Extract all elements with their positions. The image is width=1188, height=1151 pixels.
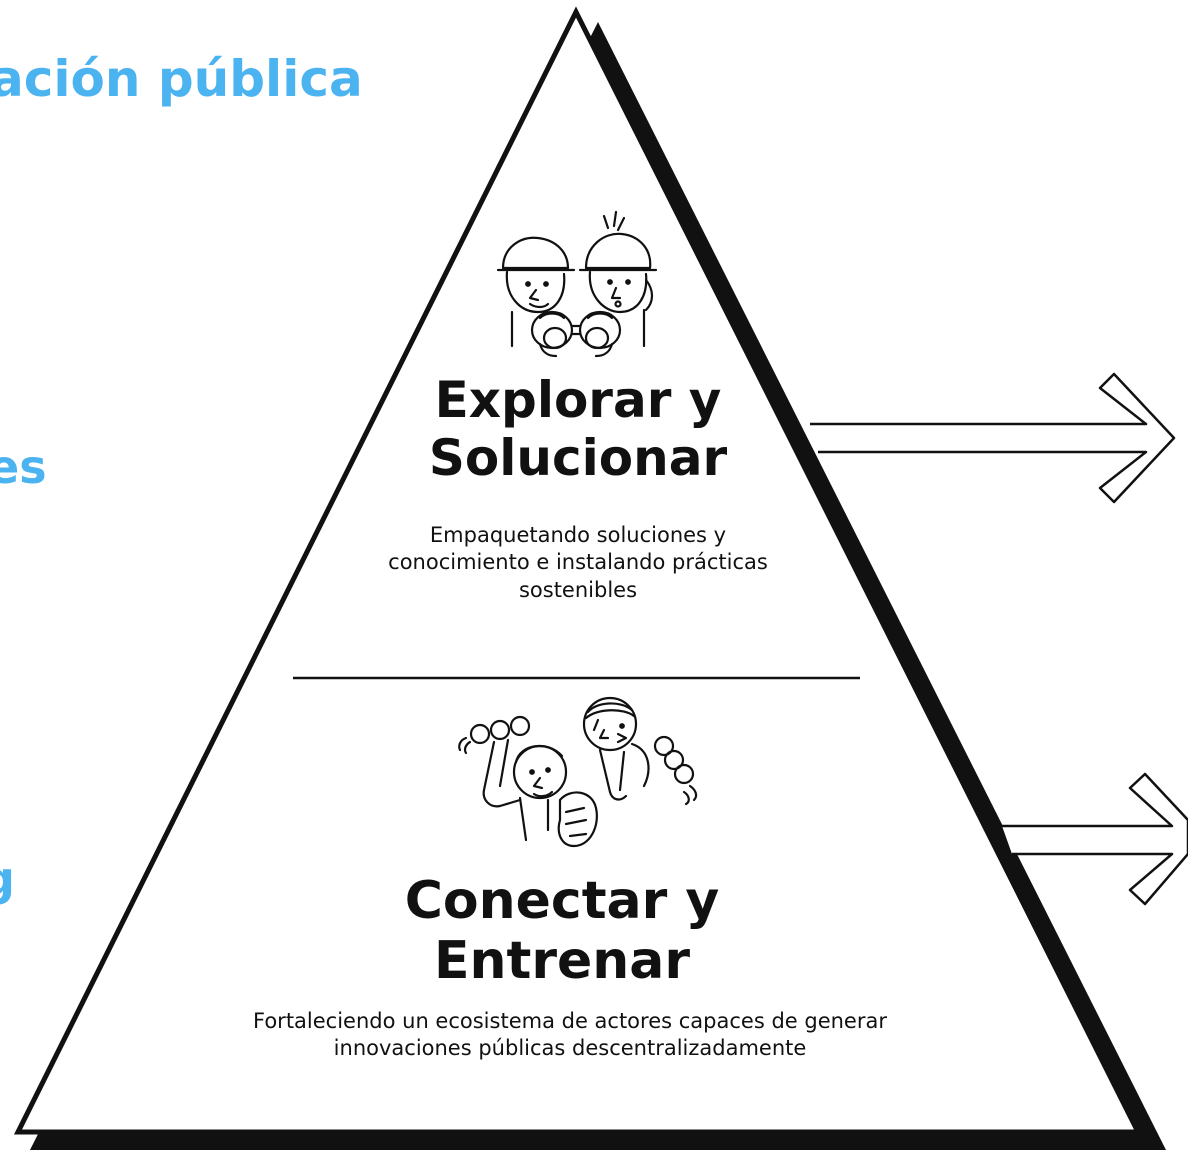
- pyramid-outline: [13, 6, 1143, 1135]
- left-label-bottom: g: [0, 852, 15, 906]
- left-label-middle: es: [0, 440, 47, 494]
- left-label-top: ación pública: [0, 50, 363, 108]
- explorers-with-binoculars-icon: [496, 210, 658, 358]
- section-title-top-line1: Explorar y: [434, 371, 722, 429]
- people-lifting-dumbbells-icon: [458, 696, 698, 848]
- arrow-right-bottom-icon: [1002, 772, 1188, 906]
- section-title-top: Explorar y Solucionar: [278, 371, 878, 487]
- section-description-top: Empaquetando soluciones y conocimiento e…: [388, 523, 768, 602]
- section-title-top-line2: Solucionar: [428, 428, 728, 487]
- section-description-bottom: Fortaleciendo un ecosistema de actores c…: [253, 1009, 887, 1061]
- arrow-right-top-icon: [810, 372, 1176, 504]
- section-title-bottom-line2: Entrenar: [433, 930, 691, 991]
- section-title-bottom: Conectar y Entrenar: [262, 871, 862, 992]
- section-title-bottom-line1: Conectar y: [404, 871, 720, 931]
